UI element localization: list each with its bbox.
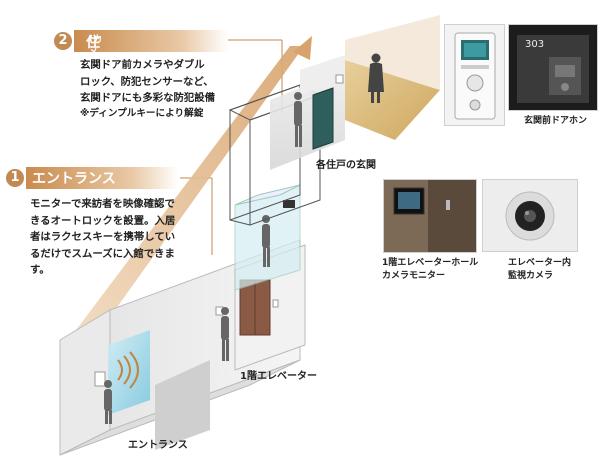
section-title-entrance: エントランス bbox=[32, 168, 116, 188]
dome-camera-icon bbox=[483, 180, 577, 251]
photo-door-number-plate: 303 bbox=[508, 24, 598, 111]
photo-door-phone bbox=[444, 24, 505, 126]
description-line: 者はラクセスキーを携帯してい bbox=[30, 229, 212, 246]
photo-hall-monitor bbox=[383, 179, 477, 253]
section-number-front-door: 2 bbox=[54, 32, 72, 50]
section-banner-front-door: 住戸玄関(カメラ付) bbox=[74, 30, 228, 52]
description-line: きるオートロックを設置。入居 bbox=[30, 213, 212, 230]
section-note-front-door: ※ディンプルキーにより解錠 bbox=[80, 106, 203, 123]
label-unit-entrance: 各住戸の玄関 bbox=[316, 156, 376, 171]
section-number-entrance: 1 bbox=[6, 169, 24, 187]
description-line: す。 bbox=[30, 262, 212, 279]
section-description-front-door: 玄関ドア前カメラやダブルロック、防犯センサーなど、玄関ドアにも多彩な防犯設備 bbox=[80, 57, 255, 107]
caption-door-phone: 玄関前ドアホン bbox=[524, 115, 587, 128]
caption-elevator-camera: エレベーター内 監視カメラ bbox=[508, 257, 571, 283]
intercom-plate-icon: 303 bbox=[509, 25, 597, 110]
unit-floor bbox=[345, 15, 440, 140]
door-phone-icon bbox=[445, 25, 504, 125]
description-line: ロック、防犯センサーなど、 bbox=[80, 74, 255, 91]
section-description-entrance: モニターで来訪者を映像確認できるオートロックを設置。入居者はラクセスキーを携帯し… bbox=[30, 196, 212, 279]
description-line: 玄関ドアにも多彩な防犯設備 bbox=[80, 90, 255, 107]
description-line: 玄関ドア前カメラやダブル bbox=[80, 57, 255, 74]
description-line: モニターで来訪者を映像確認で bbox=[30, 196, 212, 213]
section-banner-entrance: エントランス bbox=[26, 167, 178, 189]
photo-elevator-camera bbox=[482, 179, 578, 252]
label-entrance: エントランス bbox=[128, 436, 188, 451]
description-line: るだけでスムーズに入館できま bbox=[30, 246, 212, 263]
person-entrance-icon bbox=[104, 380, 112, 424]
label-elevator-1f: 1階エレベーター bbox=[240, 367, 317, 382]
caption-hall-monitor: 1階エレベーターホール カメラモニター bbox=[382, 257, 478, 283]
hall-monitor-icon bbox=[384, 180, 476, 252]
door-number-text: 303 bbox=[525, 39, 544, 50]
